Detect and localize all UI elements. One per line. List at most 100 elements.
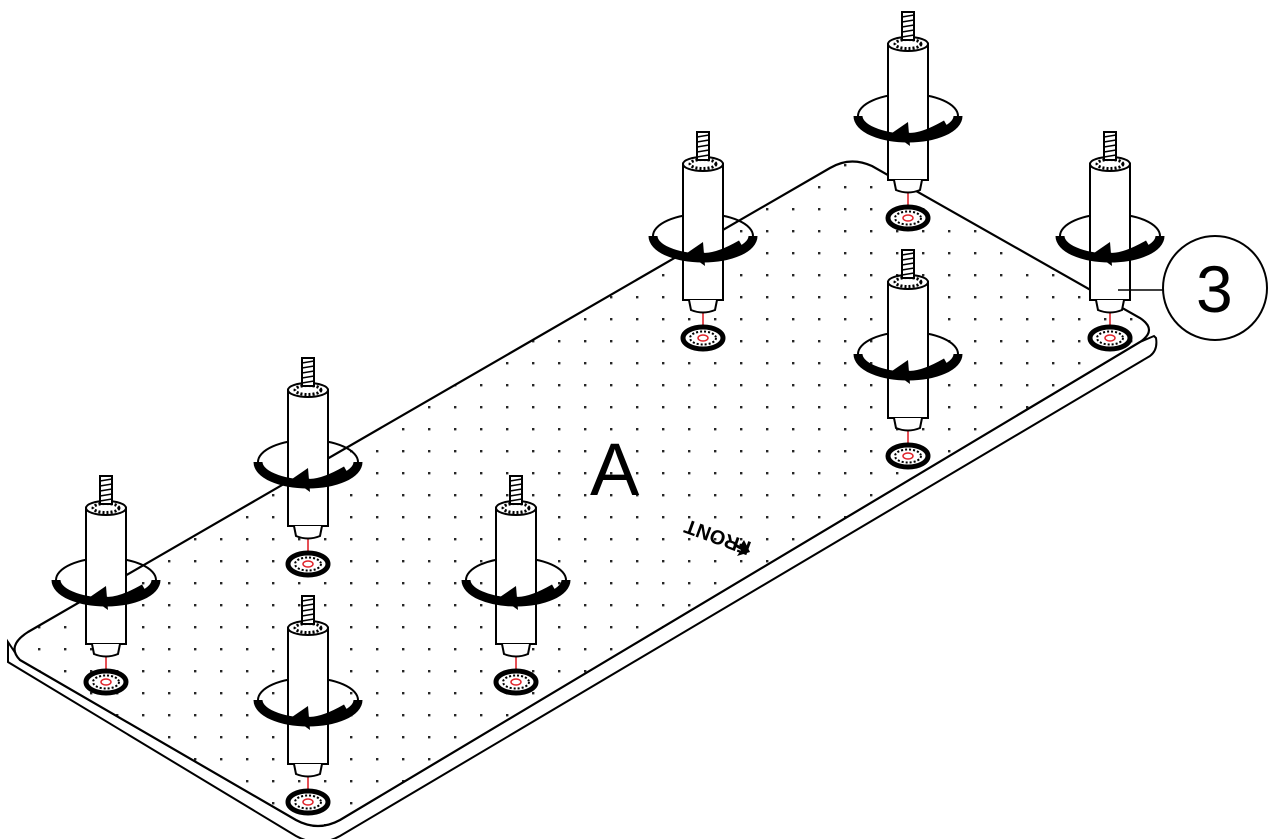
callout-3: 3 — [1118, 235, 1268, 341]
stud-thread — [901, 262, 915, 266]
stud-thread — [301, 603, 315, 607]
arrow-head — [1094, 242, 1112, 266]
leg-foot — [893, 417, 923, 432]
stud-thread — [509, 478, 523, 482]
washer-hole — [302, 560, 314, 568]
stud-thread — [901, 19, 915, 23]
stud-thread — [901, 267, 915, 271]
leg-cylinder — [887, 43, 929, 181]
threaded-stud-icon — [1103, 131, 1117, 161]
leg-top-pattern — [893, 276, 923, 288]
rotation-arrow-icon — [292, 466, 348, 492]
callout-circle — [1162, 235, 1268, 341]
leg — [253, 357, 363, 578]
leg-foot — [91, 643, 121, 658]
leg-cylinder — [287, 627, 329, 765]
stud-thread — [99, 488, 113, 492]
leg — [853, 11, 963, 232]
stud-thread — [901, 257, 915, 261]
stud-thread — [301, 598, 315, 602]
leg — [853, 249, 963, 470]
threaded-stud-icon — [509, 475, 523, 505]
callout-number: 3 — [1196, 252, 1233, 326]
arrow-head — [892, 360, 910, 384]
leg-top-pattern — [1095, 158, 1125, 170]
stud-thread — [1103, 144, 1117, 148]
leg-foot — [501, 643, 531, 658]
stud-thread — [1103, 134, 1117, 138]
stud-thread — [99, 493, 113, 497]
leg-cylinder — [1089, 163, 1131, 301]
arrow-head — [292, 468, 310, 492]
stud-thread — [696, 134, 710, 138]
leg-foot — [293, 525, 323, 540]
stud-thread — [301, 365, 315, 369]
leg-top-pattern — [293, 622, 323, 634]
stud-thread — [509, 483, 523, 487]
leg-cylinder — [85, 507, 127, 645]
rotation-arrow-icon — [292, 704, 348, 730]
leg-foot — [1095, 299, 1125, 314]
washer-hole — [902, 452, 914, 460]
stud-thread — [301, 380, 315, 384]
stud-thread — [901, 24, 915, 28]
stud-thread — [696, 139, 710, 143]
leg-top-pattern — [688, 158, 718, 170]
rotation-arrow-icon — [1094, 240, 1150, 266]
stud-thread — [301, 360, 315, 364]
rotation-arrow-icon — [687, 240, 743, 266]
arrow-head — [500, 586, 518, 610]
threaded-stud-icon — [301, 357, 315, 387]
rotation-arrow-icon — [500, 584, 556, 610]
stud-thread — [509, 488, 523, 492]
stud-thread — [99, 483, 113, 487]
washer-hole — [302, 798, 314, 806]
stud-thread — [901, 252, 915, 256]
leg-top-pattern — [293, 384, 323, 396]
stud-thread — [99, 498, 113, 502]
leg-cylinder — [682, 163, 724, 301]
leg-top-pattern — [893, 38, 923, 50]
leg-top-pattern — [501, 502, 531, 514]
panel-label: A — [590, 428, 640, 511]
threaded-stud-icon — [901, 249, 915, 279]
stud-thread — [99, 478, 113, 482]
threaded-stud-icon — [301, 595, 315, 625]
washer-hole — [902, 214, 914, 222]
threaded-stud-icon — [99, 475, 113, 505]
leg — [461, 475, 571, 696]
stud-thread — [509, 498, 523, 502]
threaded-stud-icon — [696, 131, 710, 161]
leg-foot — [893, 179, 923, 194]
arrow-head — [292, 706, 310, 730]
legs-group — [51, 11, 1165, 816]
stud-thread — [301, 613, 315, 617]
leg-cylinder — [495, 507, 537, 645]
stud-thread — [301, 370, 315, 374]
leg-cylinder — [287, 389, 329, 527]
washer-hole — [510, 678, 522, 686]
stud-thread — [696, 154, 710, 158]
stud-thread — [1103, 139, 1117, 143]
stud-thread — [696, 144, 710, 148]
stud-thread — [901, 29, 915, 33]
stud-thread — [301, 618, 315, 622]
arrow-head — [892, 122, 910, 146]
rotation-arrow-icon — [892, 358, 948, 384]
stud-thread — [301, 375, 315, 379]
stud-thread — [901, 14, 915, 18]
panel-a-board — [7, 160, 1158, 839]
leg-foot — [293, 763, 323, 778]
leg — [253, 595, 363, 816]
leg-foot — [688, 299, 718, 314]
leg — [51, 475, 161, 696]
stud-thread — [1103, 149, 1117, 153]
arrow-head — [90, 586, 108, 610]
stud-thread — [301, 608, 315, 612]
leg — [648, 131, 758, 352]
washer-hole — [697, 334, 709, 342]
stud-thread — [1103, 154, 1117, 158]
arrow-head — [687, 242, 705, 266]
stud-thread — [901, 272, 915, 276]
